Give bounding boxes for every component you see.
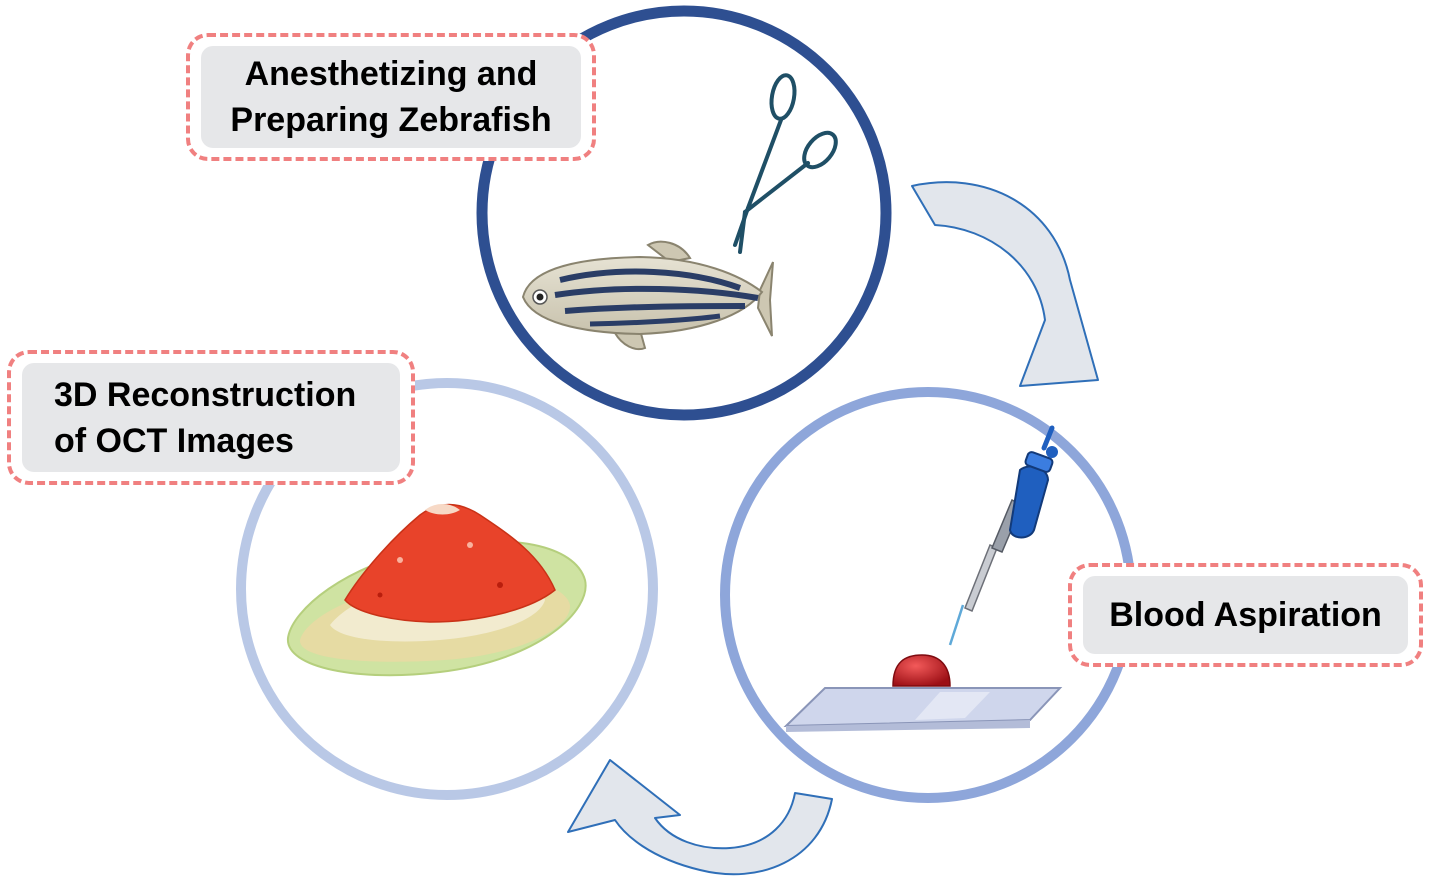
scissors-icon bbox=[733, 73, 838, 254]
glass-slide-icon bbox=[783, 687, 1063, 732]
step-label-text: Blood Aspiration bbox=[1083, 576, 1408, 654]
pipette-icon bbox=[948, 425, 1058, 646]
oct-3d-render-icon bbox=[286, 503, 587, 677]
step-label-text: Anesthetizing and Preparing Zebrafish bbox=[201, 46, 581, 148]
blood-drop-icon bbox=[892, 654, 951, 687]
step-ring-oct bbox=[236, 378, 658, 800]
zebrafish-icon bbox=[521, 240, 774, 351]
label-3d-reconstruction-oct: 3D Reconstruction of OCT Images bbox=[7, 350, 415, 485]
arrow-to-blood-icon bbox=[911, 181, 1099, 387]
step-label-text: 3D Reconstruction of OCT Images bbox=[22, 363, 400, 472]
label-blood-aspiration: Blood Aspiration bbox=[1068, 563, 1423, 667]
arrow-to-oct-icon bbox=[567, 759, 833, 876]
step-ring-anesthetize bbox=[476, 5, 892, 421]
label-anesthetizing-preparing-zebrafish: Anesthetizing and Preparing Zebrafish bbox=[186, 33, 596, 161]
